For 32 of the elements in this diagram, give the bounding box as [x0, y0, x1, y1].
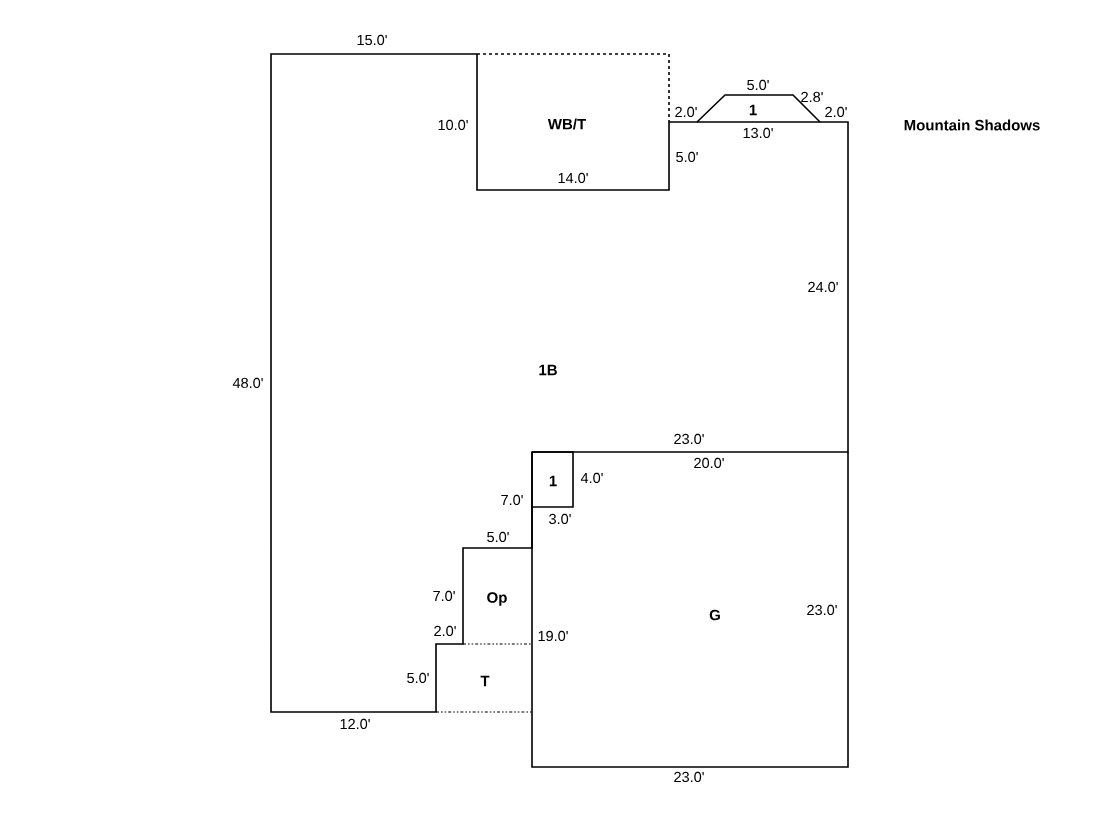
dimension-label: 2.0' [434, 625, 456, 637]
room-label: T [480, 675, 490, 687]
room-label: WB/T [547, 118, 586, 130]
dimension-label: 5.0' [676, 151, 698, 163]
room-label: G [709, 609, 720, 621]
room-label: 1 [749, 104, 757, 116]
dimension-label: 24.0' [808, 281, 838, 293]
dimension-label: 20.0' [694, 457, 724, 469]
dimension-label: 4.0' [580, 472, 603, 484]
dimension-label: 2.8' [801, 91, 823, 103]
dimension-label: 19.0' [538, 630, 568, 642]
dimension-label: 48.0' [232, 377, 263, 389]
dimension-label: 2.0' [825, 106, 847, 118]
dimension-label: 23.0' [674, 771, 704, 783]
room-label: Op [487, 592, 507, 606]
dimension-label: 5.0' [407, 672, 429, 684]
dimension-label: 23.0' [807, 604, 837, 616]
dimension-label: 23.0' [674, 433, 704, 445]
dimension-label: 5.0' [747, 79, 769, 91]
dimension-label: 7.0' [433, 590, 455, 602]
dimension-label: 3.0' [549, 513, 571, 525]
dimension-label: 13.0' [743, 127, 773, 139]
dimension-label: 7.0' [501, 494, 523, 506]
dimension-label: 14.0' [558, 172, 588, 184]
heading: Mountain Shadows [904, 119, 1040, 131]
dimension-label: 15.0' [357, 34, 387, 46]
dimension-label: 12.0' [340, 718, 370, 730]
dimension-label: 2.0' [675, 106, 697, 118]
dimension-label: 10.0' [438, 119, 468, 131]
dimension-label: 5.0' [487, 531, 509, 543]
room-label: 1B [539, 364, 557, 376]
room-label: 1 [549, 475, 557, 487]
